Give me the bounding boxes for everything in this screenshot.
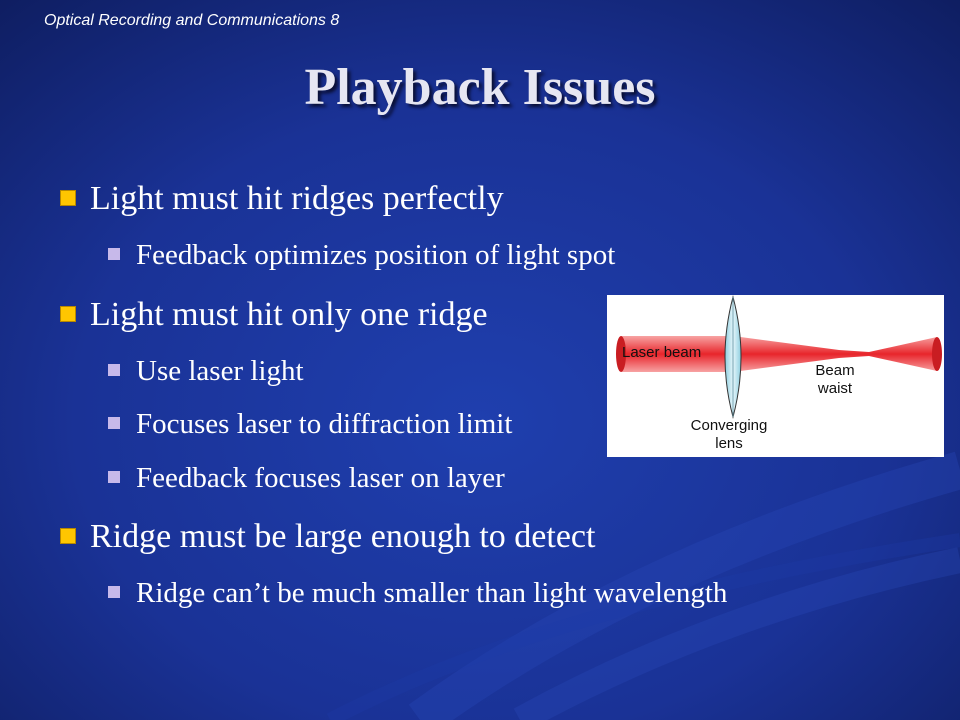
bullet-marker: [60, 190, 76, 207]
beam-waist-line-2: waist: [817, 380, 853, 397]
sub-bullet-marker: [108, 417, 120, 430]
sub-bullet-text: Focuses laser to diffraction limit: [136, 408, 513, 440]
laser-beam-end: [616, 336, 626, 372]
sub-bullet-laser-light: Use laser light: [108, 355, 304, 388]
sub-bullet-marker: [108, 586, 120, 599]
sub-bullet-marker: [108, 248, 120, 261]
laser-beam-shape: [621, 336, 733, 372]
bullet-ridges-perfectly: Light must hit ridges perfectly: [60, 180, 504, 218]
sub-bullet-focus-layer: Feedback focuses laser on layer: [108, 462, 505, 495]
sub-bullet-feedback-position: Feedback optimizes position of light spo…: [108, 239, 615, 272]
sub-bullet-wavelength: Ridge can’t be much smaller than light w…: [108, 577, 727, 610]
bullet-ridge-size: Ridge must be large enough to detect: [60, 518, 595, 556]
laser-focus-diagram: Laser beam Beam waist Converging lens: [607, 295, 944, 457]
sub-bullet-text: Ridge can’t be much smaller than light w…: [136, 577, 728, 609]
focused-beam-shape: [733, 336, 937, 372]
sub-bullet-marker: [108, 364, 120, 377]
bullet-text: Light must hit only one ridge: [90, 296, 488, 333]
slide-title: Playback Issues: [304, 59, 656, 116]
beam-waist-line-1: Beam: [815, 362, 855, 379]
bullet-marker: [60, 528, 76, 545]
bullet-marker: [60, 306, 76, 323]
focused-beam-end: [932, 337, 942, 371]
bullet-one-ridge: Light must hit only one ridge: [60, 296, 488, 334]
sub-bullet-marker: [108, 471, 120, 484]
laser-beam-label: Laser beam: [622, 344, 702, 361]
converging-lens-line-2: lens: [715, 435, 743, 452]
converging-lens-label: Converging lens: [679, 417, 779, 453]
sub-bullet-text: Feedback optimizes position of light spo…: [136, 239, 616, 271]
sub-bullet-text: Use laser light: [136, 355, 304, 387]
bullet-text: Light must hit ridges perfectly: [90, 180, 504, 217]
converging-lens-line-1: Converging: [690, 417, 768, 434]
course-label: Optical Recording and Communications 8: [44, 12, 340, 29]
beam-waist-label: Beam waist: [803, 362, 867, 398]
sub-bullet-diffraction-limit: Focuses laser to diffraction limit: [108, 408, 512, 441]
bullet-text: Ridge must be large enough to detect: [90, 518, 596, 555]
sub-bullet-text: Feedback focuses laser on layer: [136, 462, 505, 494]
laser-focus-illustration: [616, 295, 942, 419]
